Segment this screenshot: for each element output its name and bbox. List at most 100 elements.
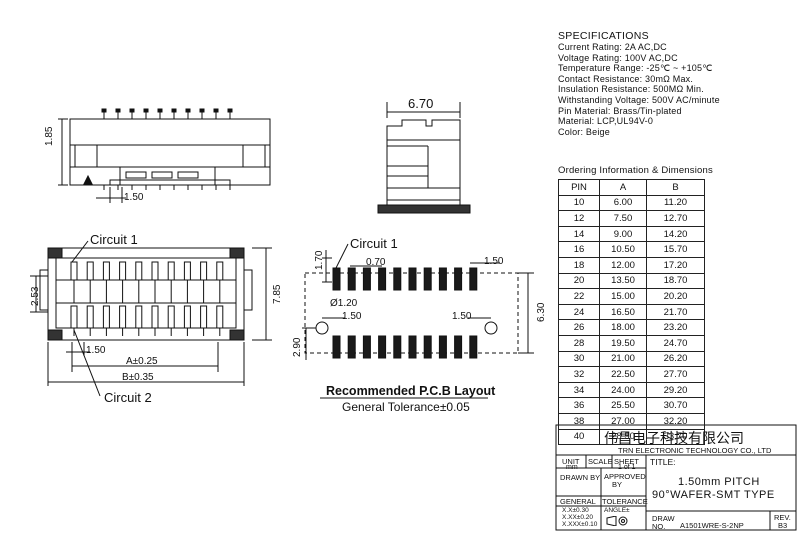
pcb-tolerance: General Tolerance±0.05 [342, 400, 470, 414]
company-name-en: TRN ELECTRONIC TECHNOLOGY CO., LTD [618, 446, 772, 455]
table-cell: 13.50 [599, 272, 647, 290]
pin-upper [119, 261, 127, 281]
pad-bottom [347, 335, 356, 359]
drawno-label-2: NO. [652, 522, 666, 531]
table-cell: 12 [558, 210, 600, 227]
pad-top [347, 267, 356, 291]
table-cell: 21.00 [599, 350, 647, 368]
table-cell: 7.50 [599, 210, 647, 227]
table-cell: 16 [558, 241, 600, 258]
pcb-hole-offset-dim: 1.50 [342, 311, 362, 322]
pin-tip [213, 108, 219, 113]
pcb-pitch-dim: 0.70 [366, 257, 386, 268]
pad-top [408, 267, 417, 291]
unit-label: UNIT [562, 457, 580, 466]
unit-value: mm [566, 464, 578, 471]
pin-tip [227, 108, 233, 113]
sheet-value: 1 of 1 [618, 464, 636, 471]
pin-lower [119, 305, 127, 329]
table-cell: 27.70 [646, 366, 705, 383]
table-cell: B [646, 179, 705, 196]
pin-upper [70, 261, 78, 281]
pin-lower [151, 305, 159, 329]
projection-symbol-icon [606, 516, 628, 526]
pin-tip [171, 108, 177, 113]
top-pitch-dim: 1.50 [86, 345, 106, 356]
table-cell: 10 [558, 194, 600, 212]
top-a-dim: A±0.25 [126, 356, 158, 367]
pin-upper [216, 261, 224, 281]
title-line2: 90°WAFER-SMT TYPE [652, 489, 775, 501]
table-cell: 40 [558, 428, 600, 446]
pin-upper [86, 261, 94, 281]
tolerance-label: TOLERANCE [602, 497, 648, 506]
pin-upper [102, 261, 110, 281]
table-cell: 28.50 [599, 428, 647, 446]
table-cell: 26 [558, 319, 600, 336]
pad-bottom [438, 335, 447, 359]
scale-label: SCALE [588, 457, 613, 466]
table-cell: 22 [558, 288, 600, 305]
pin-upper [167, 261, 175, 281]
table-cell: 21.70 [646, 303, 705, 321]
pin-lower [216, 305, 224, 329]
end-width-dim: 6.70 [408, 96, 434, 111]
table-cell: 18 [558, 256, 600, 274]
pcb-pad-height-dim: 1.70 [314, 250, 325, 270]
table-cell: 25.50 [599, 397, 647, 414]
table-cell: 20 [558, 272, 600, 290]
pad-bottom [408, 335, 417, 359]
pad-top [469, 267, 478, 291]
table-cell: 6.00 [599, 194, 647, 212]
pcb-overall-dim: 6.30 [536, 302, 547, 322]
pad-top [454, 267, 463, 291]
tolerance-2: X.XX±0.20 [562, 514, 594, 521]
pcb-caption: Recommended P.C.B Layout [326, 384, 496, 398]
pcb-view [302, 243, 534, 399]
pin-tip [199, 108, 205, 113]
rev-value: B3 [778, 521, 788, 530]
pad-top [438, 267, 447, 291]
pin-tip [115, 108, 121, 113]
table-cell: 14.20 [646, 225, 705, 243]
table-cell: PIN [558, 179, 600, 196]
top-view [30, 240, 272, 397]
pad-bottom [362, 335, 371, 359]
table-cell: 27.00 [599, 412, 647, 430]
side-pitch-dim: 1.50 [124, 192, 144, 203]
table-cell: 12.00 [599, 256, 647, 274]
table-cell: 30.70 [646, 397, 705, 414]
pin-upper [151, 261, 159, 281]
pad-bottom [454, 335, 463, 359]
table-cell: 17.20 [646, 256, 705, 274]
table-cell: 11.20 [646, 194, 705, 212]
pin-lower [102, 305, 110, 329]
pad-top [393, 267, 402, 291]
pin-lower [70, 305, 78, 329]
pcb-row-gap-dim: 2.90 [292, 337, 303, 357]
pad-bottom [393, 335, 402, 359]
spec-line: Material: LCP,UL94V-0 [558, 116, 654, 127]
pcb-circuit1-label: Circuit 1 [350, 236, 398, 251]
company-name-cn: 伟昌电子科技有限公司 [604, 431, 744, 447]
ordering-heading: Ordering Information & Dimensions [558, 165, 713, 176]
side-height-dim: 1.85 [44, 126, 55, 146]
spec-line: Current Rating: 2A AC,DC [558, 42, 667, 52]
table-cell: 28 [558, 334, 600, 352]
top-circuit2-label: Circuit 2 [104, 390, 152, 405]
table-cell: 18.00 [599, 319, 647, 336]
spec-line: Voltage Rating: 100V AC,DC [558, 52, 678, 63]
specs-heading: SPECIFICATIONS [558, 30, 649, 42]
spec-line: Color: Beige [558, 126, 610, 137]
pin-tip [157, 108, 163, 113]
table-cell: 10.50 [599, 241, 647, 258]
table-cell: 20.20 [646, 288, 705, 305]
